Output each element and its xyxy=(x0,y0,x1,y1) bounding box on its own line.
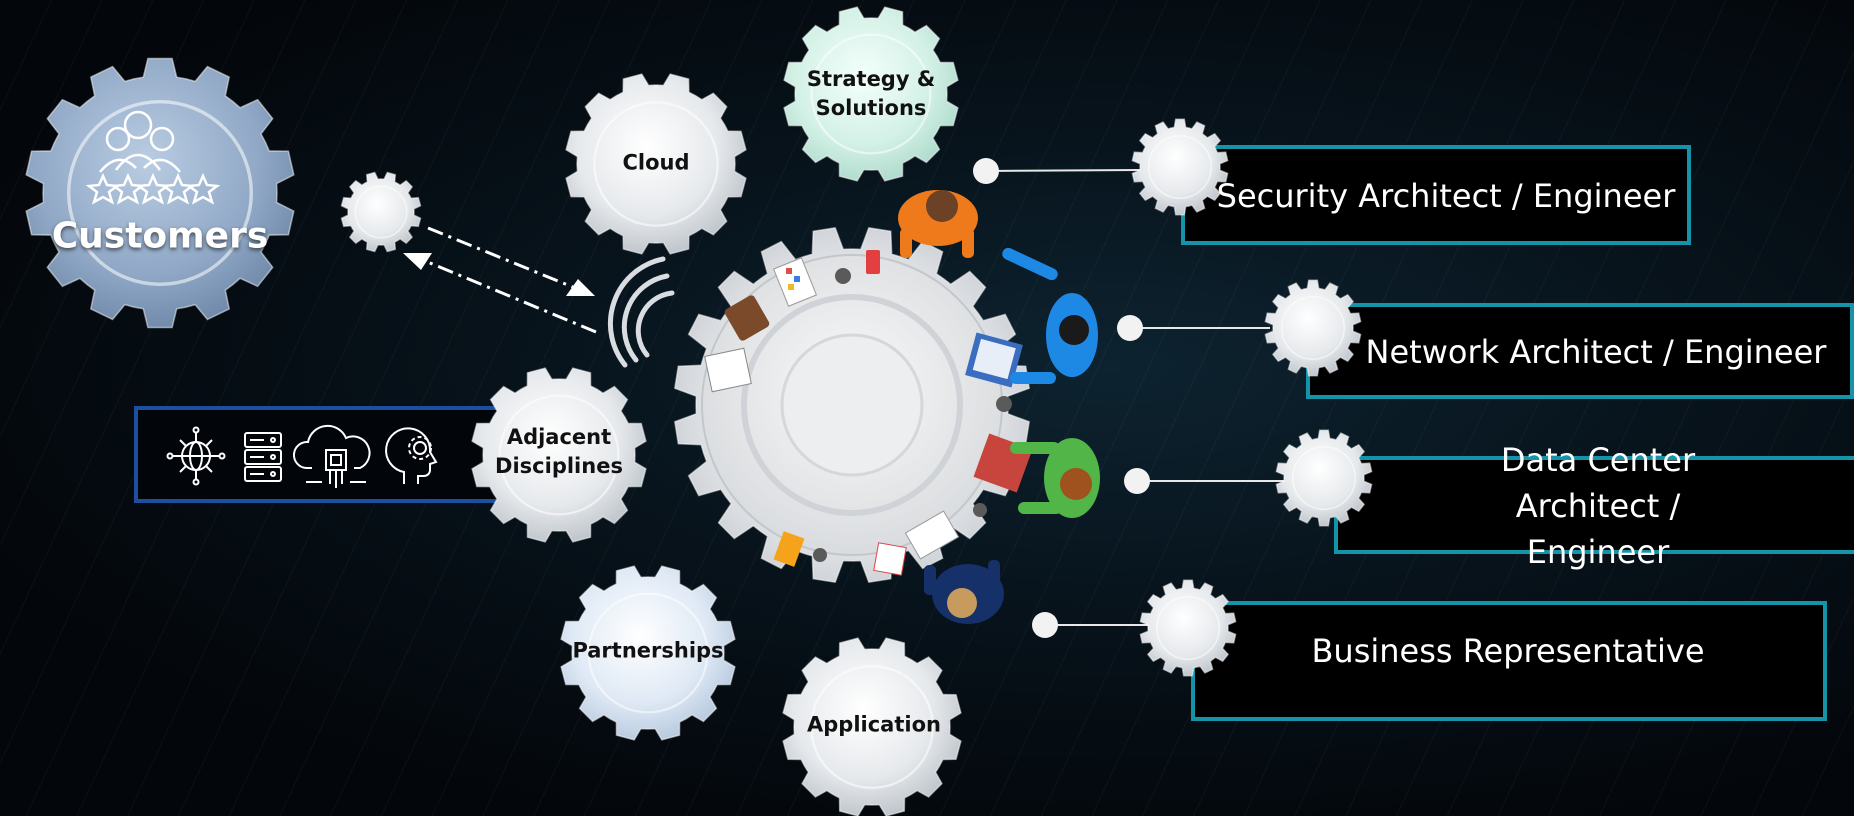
network-globe-icon xyxy=(166,426,226,486)
arrow-heads xyxy=(403,253,595,296)
strategy-label: Strategy & Solutions xyxy=(806,67,936,120)
application-gear xyxy=(782,637,962,816)
person-blue xyxy=(1002,247,1098,384)
datacenter-role-gear xyxy=(1275,429,1373,527)
person-green xyxy=(1010,438,1100,518)
bidirectional-arrows xyxy=(417,226,597,334)
customers-label: Customers xyxy=(51,215,269,257)
network-role-label: Network Architect / Engineer xyxy=(1365,333,1827,371)
connector-dots xyxy=(973,158,1150,638)
business-role-box xyxy=(1191,601,1827,721)
signal-wave-icon xyxy=(607,256,675,368)
adjacent-label: Adjacent Disciplines xyxy=(495,425,623,478)
security-role-label: Security Architect / Engineer xyxy=(1216,177,1676,215)
adjacent-disciplines-box xyxy=(134,406,508,503)
partnerships-label: Partnerships xyxy=(572,638,724,663)
customers-rating-icon xyxy=(85,110,221,205)
central-table xyxy=(701,254,1003,556)
datacenter-role-label: Data Center Architect / Engineer xyxy=(1500,441,1696,571)
head-gear-icon xyxy=(385,427,438,484)
partnerships-gear xyxy=(560,565,736,741)
adjacent-gear xyxy=(471,367,647,543)
cloud-gear xyxy=(565,73,747,255)
business-role-label: Business Representative xyxy=(1311,632,1705,670)
cloud-label: Cloud xyxy=(622,150,690,175)
small-connector-gear xyxy=(340,171,422,253)
strategy-gear xyxy=(783,6,959,182)
network-role-box xyxy=(1306,303,1854,399)
business-role-gear xyxy=(1139,579,1237,677)
security-role-box xyxy=(1181,145,1691,245)
datacenter-role-box xyxy=(1334,456,1854,554)
role-connectors xyxy=(985,169,1285,626)
server-rack-icon xyxy=(244,432,282,482)
application-label: Application xyxy=(807,712,941,737)
person-orange xyxy=(898,190,978,258)
security-role-gear xyxy=(1131,118,1229,216)
person-navy xyxy=(924,560,1004,624)
network-role-gear xyxy=(1264,279,1362,377)
cloud-chip-icon xyxy=(293,424,371,488)
